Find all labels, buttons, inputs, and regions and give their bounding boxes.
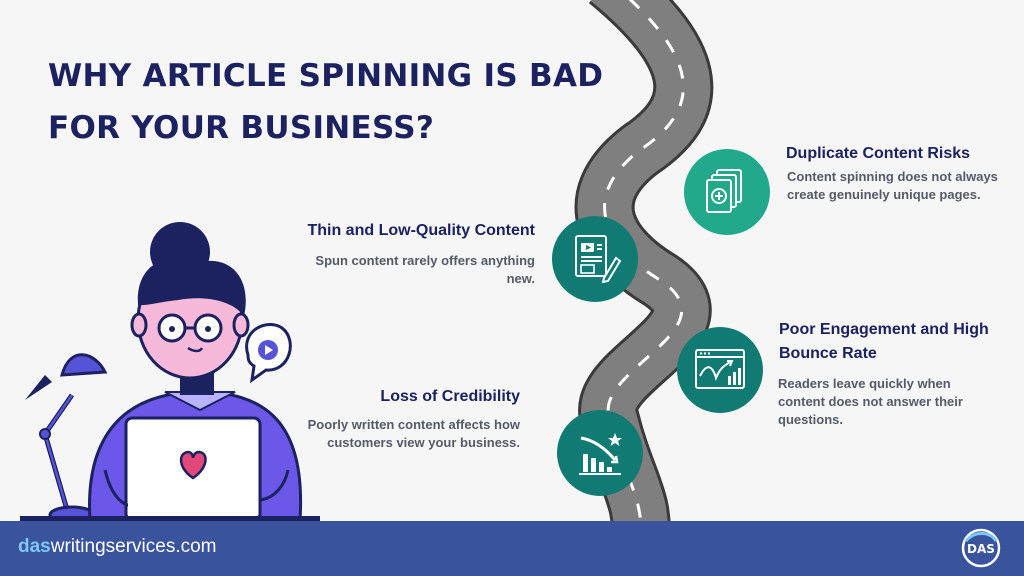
item-desc-poor-engagement: Readers leave quickly when content does …	[778, 376, 963, 427]
item-desc-credibility: Poorly written content affects how custo…	[307, 417, 520, 450]
page-title: WHY ARTICLE SPINNING IS BAD FOR YOUR BUS…	[48, 58, 604, 146]
logo-text: DAS	[967, 542, 995, 556]
person-laptop-illustration	[20, 222, 320, 525]
desk-lamp	[25, 353, 108, 525]
item-desc-thin-content: Spun content rarely offers anything new.	[315, 253, 535, 286]
das-logo-icon: DAS	[961, 528, 1001, 568]
brand-prefix: das	[18, 536, 51, 557]
analytics-screen-icon	[677, 327, 763, 413]
video-bubble-icon	[245, 322, 292, 384]
item-title-poor-engagement: Poor Engagement and High Bounce Rate	[779, 321, 989, 362]
item-desc-duplicate-content: Content spinning does not always create …	[787, 169, 998, 202]
website-link[interactable]: daswritingservices.com	[18, 536, 217, 558]
item-title-duplicate-content: Duplicate Content Risks	[786, 145, 971, 162]
brand-suffix: writingservices.com	[50, 536, 217, 557]
item-title-credibility: Loss of Credibility	[380, 388, 520, 405]
duplicate-pages-icon	[684, 149, 770, 235]
item-title-thin-content: Thin and Low-Quality Content	[307, 222, 535, 239]
footer-bar: daswritingservices.com DAS	[0, 521, 1024, 576]
document-edit-icon	[552, 216, 638, 302]
declining-chart-icon	[557, 410, 643, 496]
